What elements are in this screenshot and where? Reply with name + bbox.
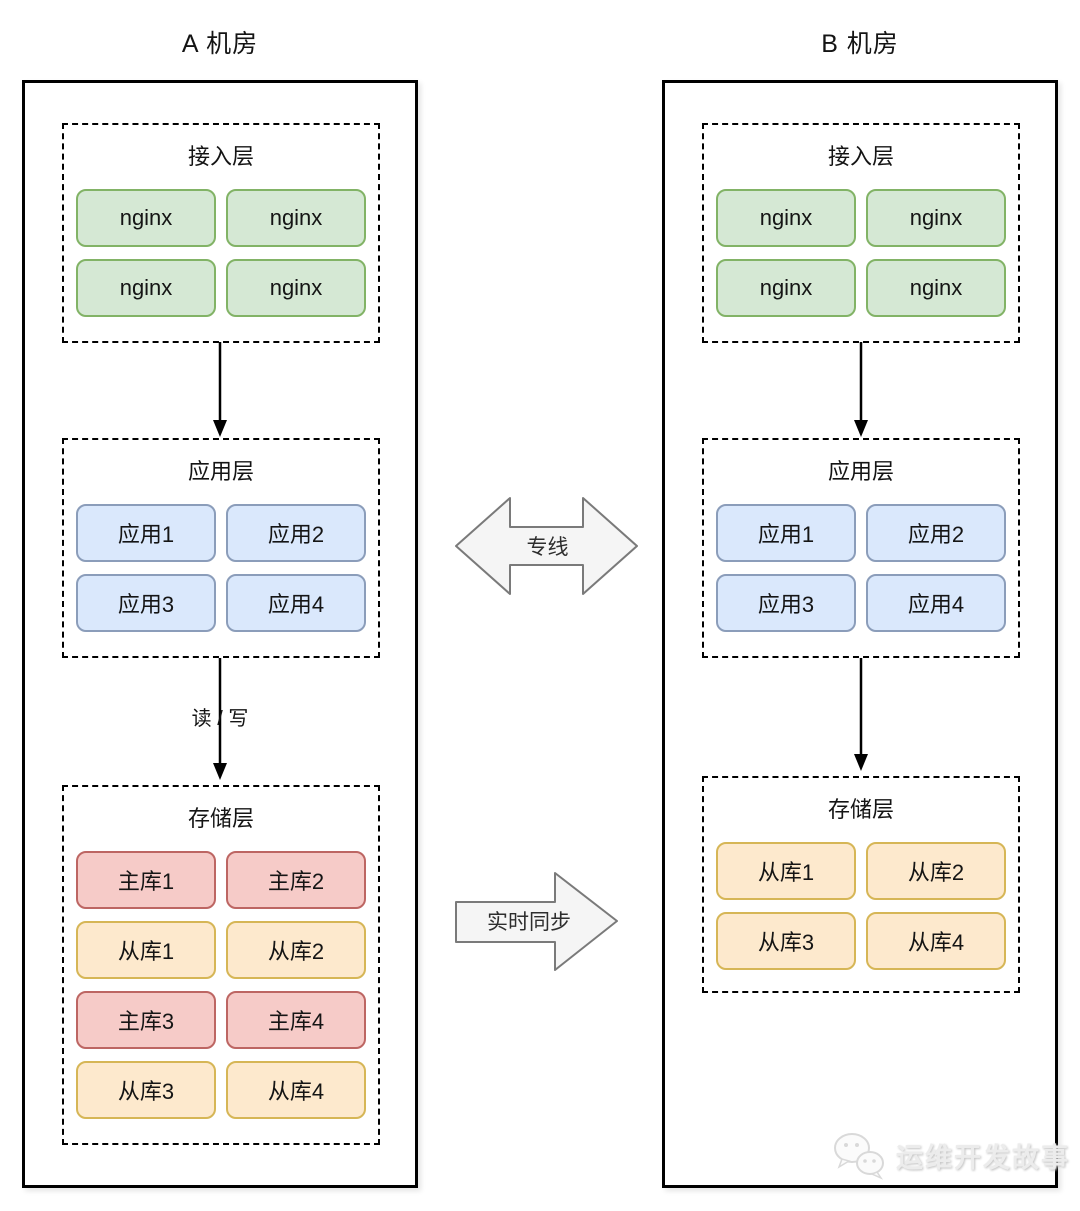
b-access-layer-title: 接入层 xyxy=(827,144,894,169)
node-slave-db: 从库4 xyxy=(866,912,1006,970)
node-nginx: nginx xyxy=(716,189,856,247)
node-app: 应用3 xyxy=(716,574,856,632)
watermark-text: 运维开发故事 xyxy=(896,1142,1070,1173)
node-app: 应用3 xyxy=(76,574,216,632)
b-access-layer: 接入层 nginx nginx nginx nginx xyxy=(702,123,1020,343)
a-app-layer: 应用层 应用1 应用2 应用3 应用4 xyxy=(62,438,380,658)
b-access-nodes: nginx nginx nginx nginx xyxy=(704,171,1018,317)
node-slave-db: 从库2 xyxy=(226,921,366,979)
b-storage-layer: 存储层 从库1 从库2 从库3 从库4 xyxy=(702,776,1020,993)
datacenter-b: 接入层 nginx nginx nginx nginx 应用层 应用1 应用2 … xyxy=(662,80,1058,1188)
datacenter-a: 接入层 nginx nginx nginx nginx 应用层 应用1 应用2 … xyxy=(22,80,418,1188)
b-app-nodes: 应用1 应用2 应用3 应用4 xyxy=(704,486,1018,632)
dedicated-line-label: 专线 xyxy=(526,536,569,559)
node-app: 应用4 xyxy=(226,574,366,632)
datacenter-b-title: B 机房 xyxy=(821,30,899,58)
read-write-label: 读 / 写 xyxy=(191,707,249,730)
node-master-db: 主库2 xyxy=(226,851,366,909)
node-app: 应用2 xyxy=(866,504,1006,562)
node-nginx: nginx xyxy=(226,259,366,317)
a-app-layer-title: 应用层 xyxy=(187,459,254,484)
a-access-layer: 接入层 nginx nginx nginx nginx xyxy=(62,123,380,343)
watermark: 运维开发故事 xyxy=(832,1128,1070,1182)
node-app: 应用2 xyxy=(226,504,366,562)
a-access-layer-title: 接入层 xyxy=(187,144,254,169)
node-master-db: 主库4 xyxy=(226,991,366,1049)
node-slave-db: 从库1 xyxy=(76,921,216,979)
b-storage-nodes: 从库1 从库2 从库3 从库4 xyxy=(704,824,1018,970)
right-arrow-icon xyxy=(455,872,618,971)
node-slave-db: 从库2 xyxy=(866,842,1006,900)
dedicated-line-connector: 专线 xyxy=(450,492,645,602)
b-app-layer-title: 应用层 xyxy=(827,459,894,484)
node-slave-db: 从库3 xyxy=(76,1061,216,1119)
datacenter-a-title: A 机房 xyxy=(181,30,259,58)
a-storage-nodes: 主库1 主库2 从库1 从库2 主库3 主库4 从库3 从库4 xyxy=(64,833,378,1119)
node-app: 应用4 xyxy=(866,574,1006,632)
b-storage-layer-title: 存储层 xyxy=(827,797,894,822)
a-storage-layer: 存储层 主库1 主库2 从库1 从库2 主库3 主库4 从库3 从库4 xyxy=(62,785,380,1145)
node-master-db: 主库3 xyxy=(76,991,216,1049)
node-nginx: nginx xyxy=(76,259,216,317)
a-app-nodes: 应用1 应用2 应用3 应用4 xyxy=(64,486,378,632)
a-access-nodes: nginx nginx nginx nginx xyxy=(64,171,378,317)
realtime-sync-label: 实时同步 xyxy=(487,911,571,934)
node-nginx: nginx xyxy=(716,259,856,317)
a-storage-layer-title: 存储层 xyxy=(187,806,254,831)
node-nginx: nginx xyxy=(76,189,216,247)
node-slave-db: 从库4 xyxy=(226,1061,366,1119)
node-app: 应用1 xyxy=(76,504,216,562)
node-nginx: nginx xyxy=(866,189,1006,247)
node-slave-db: 从库1 xyxy=(716,842,856,900)
b-app-layer: 应用层 应用1 应用2 应用3 应用4 xyxy=(702,438,1020,658)
chat-bubbles-icon xyxy=(834,1133,884,1180)
node-master-db: 主库1 xyxy=(76,851,216,909)
node-slave-db: 从库3 xyxy=(716,912,856,970)
node-nginx: nginx xyxy=(226,189,366,247)
node-app: 应用1 xyxy=(716,504,856,562)
double-arrow-icon xyxy=(455,497,638,595)
realtime-sync-connector: 实时同步 xyxy=(450,868,625,976)
node-nginx: nginx xyxy=(866,259,1006,317)
